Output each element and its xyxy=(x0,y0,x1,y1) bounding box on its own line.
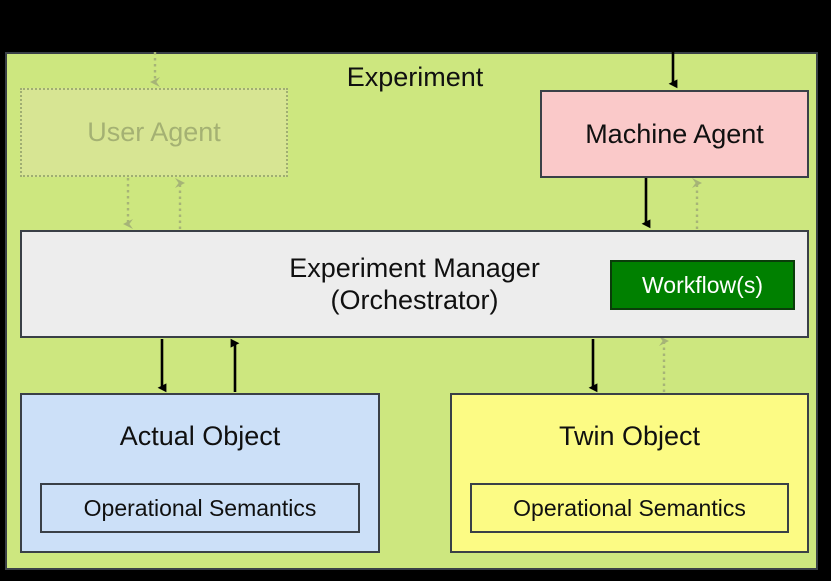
machine-agent-label: Machine Agent xyxy=(585,118,764,149)
actual-object-operational-semantics-label: Operational Semantics xyxy=(83,494,317,521)
experiment-manager-label: Experiment Manager (Orchestrator) xyxy=(289,252,540,315)
experiment-title: Experiment xyxy=(346,62,484,92)
actual-object-operational-semantics[interactable]: Operational Semantics xyxy=(40,483,360,533)
node-experiment-manager[interactable]: Experiment Manager (Orchestrator) xyxy=(20,230,809,338)
node-actual-object[interactable]: Actual Object Operational Semantics xyxy=(20,393,380,553)
twin-object-operational-semantics-label: Operational Semantics xyxy=(513,494,746,521)
workflows-label: Workflow(s) xyxy=(642,271,763,298)
twin-object-label: Twin Object xyxy=(558,421,701,451)
node-workflows[interactable]: Workflow(s) xyxy=(610,260,795,310)
twin-object-operational-semantics[interactable]: Operational Semantics xyxy=(470,483,789,533)
actual-object-label: Actual Object xyxy=(119,421,281,451)
user-agent-label: User Agent xyxy=(87,117,221,148)
node-machine-agent[interactable]: Machine Agent xyxy=(540,90,809,178)
node-twin-object[interactable]: Twin Object Operational Semantics xyxy=(450,393,809,553)
node-user-agent[interactable]: User Agent xyxy=(20,88,288,177)
